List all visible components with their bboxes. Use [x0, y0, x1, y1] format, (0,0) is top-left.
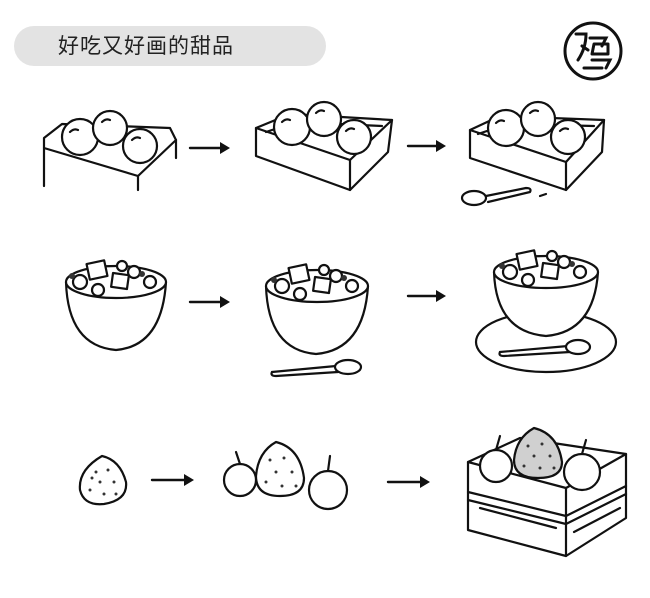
arrow-6	[386, 476, 430, 488]
arrow-4	[406, 290, 446, 302]
page-title: 好吃又好画的甜品	[58, 34, 234, 58]
arrow-2	[406, 140, 446, 152]
arrow-5	[150, 474, 194, 486]
strawberry-step-1	[78, 454, 128, 506]
arrow-1	[188, 142, 230, 154]
cake-step-3	[466, 426, 628, 558]
tray-step-1	[42, 109, 178, 192]
bowl-step-1	[64, 259, 168, 352]
title-pill: 好吃又好画的甜品	[14, 26, 326, 66]
seal-logo-icon	[563, 21, 623, 81]
tray-step-3	[460, 100, 606, 207]
bowl-step-2	[264, 263, 370, 378]
strawberry-step-2	[222, 440, 349, 511]
bowl-step-3	[474, 249, 618, 374]
arrow-3	[188, 296, 230, 308]
tray-step-2	[254, 100, 394, 192]
